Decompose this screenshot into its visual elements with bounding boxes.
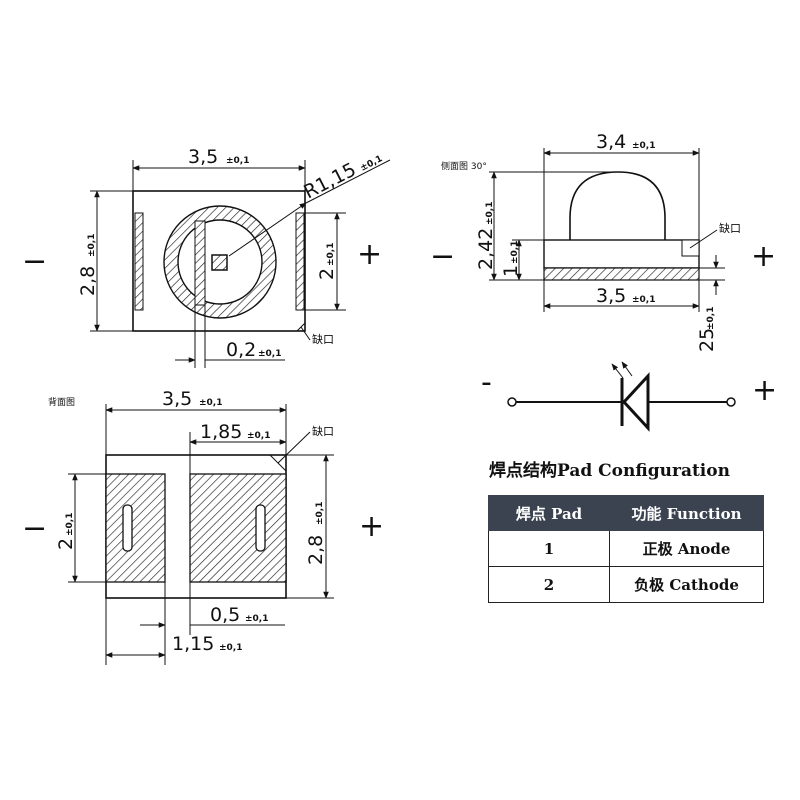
front-gap-tol: ±0,1 [258,349,281,359]
side-height-total-tol: ±0,1 [485,202,495,225]
symbol-diode-triangle [621,372,650,432]
table-header-row: 焊点 Pad 功能 Function [488,495,764,531]
symbol-minus-sign: - [481,365,492,400]
side-width-bottom-tol: ±0,1 [632,295,655,305]
back-view-label: 背面图 [48,396,75,408]
table-cell-pad: 1 [488,530,610,567]
side-body [543,239,700,269]
symbol-light-arrow-1 [611,363,624,379]
front-pad-height-value: 2 [316,268,338,280]
back-right-pad [189,473,287,583]
back-left-pad [105,473,166,583]
back-height-tol: ±0,1 [315,502,325,525]
back-right-slot [255,504,266,552]
front-height-tol: ±0,1 [87,234,97,257]
pad-config-title: 焊点结构Pad Configuration [489,461,730,481]
back-width-tol: ±0,1 [199,398,222,408]
front-left-pad [134,212,144,311]
side-width-top-value: 3,4 [596,131,626,153]
back-left-slot [122,504,133,552]
back-pad-height-tol: ±0,1 [65,513,75,536]
table-row: 1 正极 Anode [488,530,764,567]
led-symbol: - + [481,361,777,432]
back-height-value: 2,8 [305,535,327,565]
side-view-label: 侧面图 30° [441,160,487,172]
side-thickness-value: 25 [696,328,718,352]
front-plus-sign: + [357,237,382,272]
pad-config-table: 焊点 Pad 功能 Function 1 正极 Anode 2 负极 Catho… [488,495,764,603]
table-header-function: 功能 Function [609,495,764,531]
front-minus-sign: − [22,244,47,279]
table-cell-function: 负极 Cathode [609,566,764,603]
front-right-pad [295,212,305,311]
symbol-right-terminal [726,397,736,407]
back-left-pad-tol: ±0,1 [219,643,242,653]
back-view: 背面图 3,5 ±0,1 1,85 ±0,1 2,8 ±0,1 2 ±0,1 0… [22,388,384,665]
side-height-total-value: 2,42 [475,228,497,270]
back-minus-sign: − [22,511,47,546]
symbol-plus-sign: + [752,373,777,408]
table-cell-pad: 2 [488,566,610,603]
symbol-left-terminal [507,397,517,407]
back-gap-tol: ±0,1 [245,614,268,624]
back-pad-height-value: 2 [55,538,77,550]
side-notch-label: 缺口 [719,221,741,235]
back-plus-sign: + [359,509,384,544]
side-height-body-value: 1 [500,265,522,277]
front-gap-value: 0,2 [226,339,256,361]
front-body [132,190,306,332]
table-row: 2 负极 Cathode [488,566,764,603]
back-gap-value: 0,5 [210,604,240,626]
side-thickness-tol: ±0,1 [706,307,716,330]
front-radius-value: R1,15 [300,159,359,204]
front-radius-tol: ±0,1 [359,154,384,174]
symbol-light-arrow-2 [621,361,633,377]
back-pad-width-value: 1,85 [200,421,242,443]
front-height-value: 2,8 [77,266,99,296]
side-dome [569,171,666,240]
table-header-pad: 焊点 Pad [488,495,610,531]
side-width-bottom-value: 3,5 [596,285,626,307]
front-notch-label: 缺口 [312,332,334,346]
side-minus-sign: − [430,239,455,274]
side-width-top-tol: ±0,1 [632,141,655,151]
back-left-pad-value: 1,15 [172,633,214,655]
front-width-value: 3,5 [188,146,218,168]
table-cell-function: 正极 Anode [609,530,764,567]
front-pad-height-tol: ±0,1 [326,243,336,266]
back-notch-label: 缺口 [312,424,334,438]
back-width-value: 3,5 [162,388,192,410]
front-lead-strip [194,220,206,306]
side-plus-sign: + [751,239,776,274]
front-view: 3,5 ±0,1 2,8 ±0,1 R1,15 ±0,1 2 ±0,1 0,2 … [22,146,391,368]
front-die [211,254,228,271]
side-height-body-tol: ±0,1 [510,241,520,264]
side-view: 侧面图 30° 3,4 ±0,1 2,42 ±0,1 1 ±0,1 3,5 ±0… [430,131,776,352]
side-base [543,267,700,281]
front-width-tol: ±0,1 [226,156,249,166]
back-pad-width-tol: ±0,1 [247,431,270,441]
